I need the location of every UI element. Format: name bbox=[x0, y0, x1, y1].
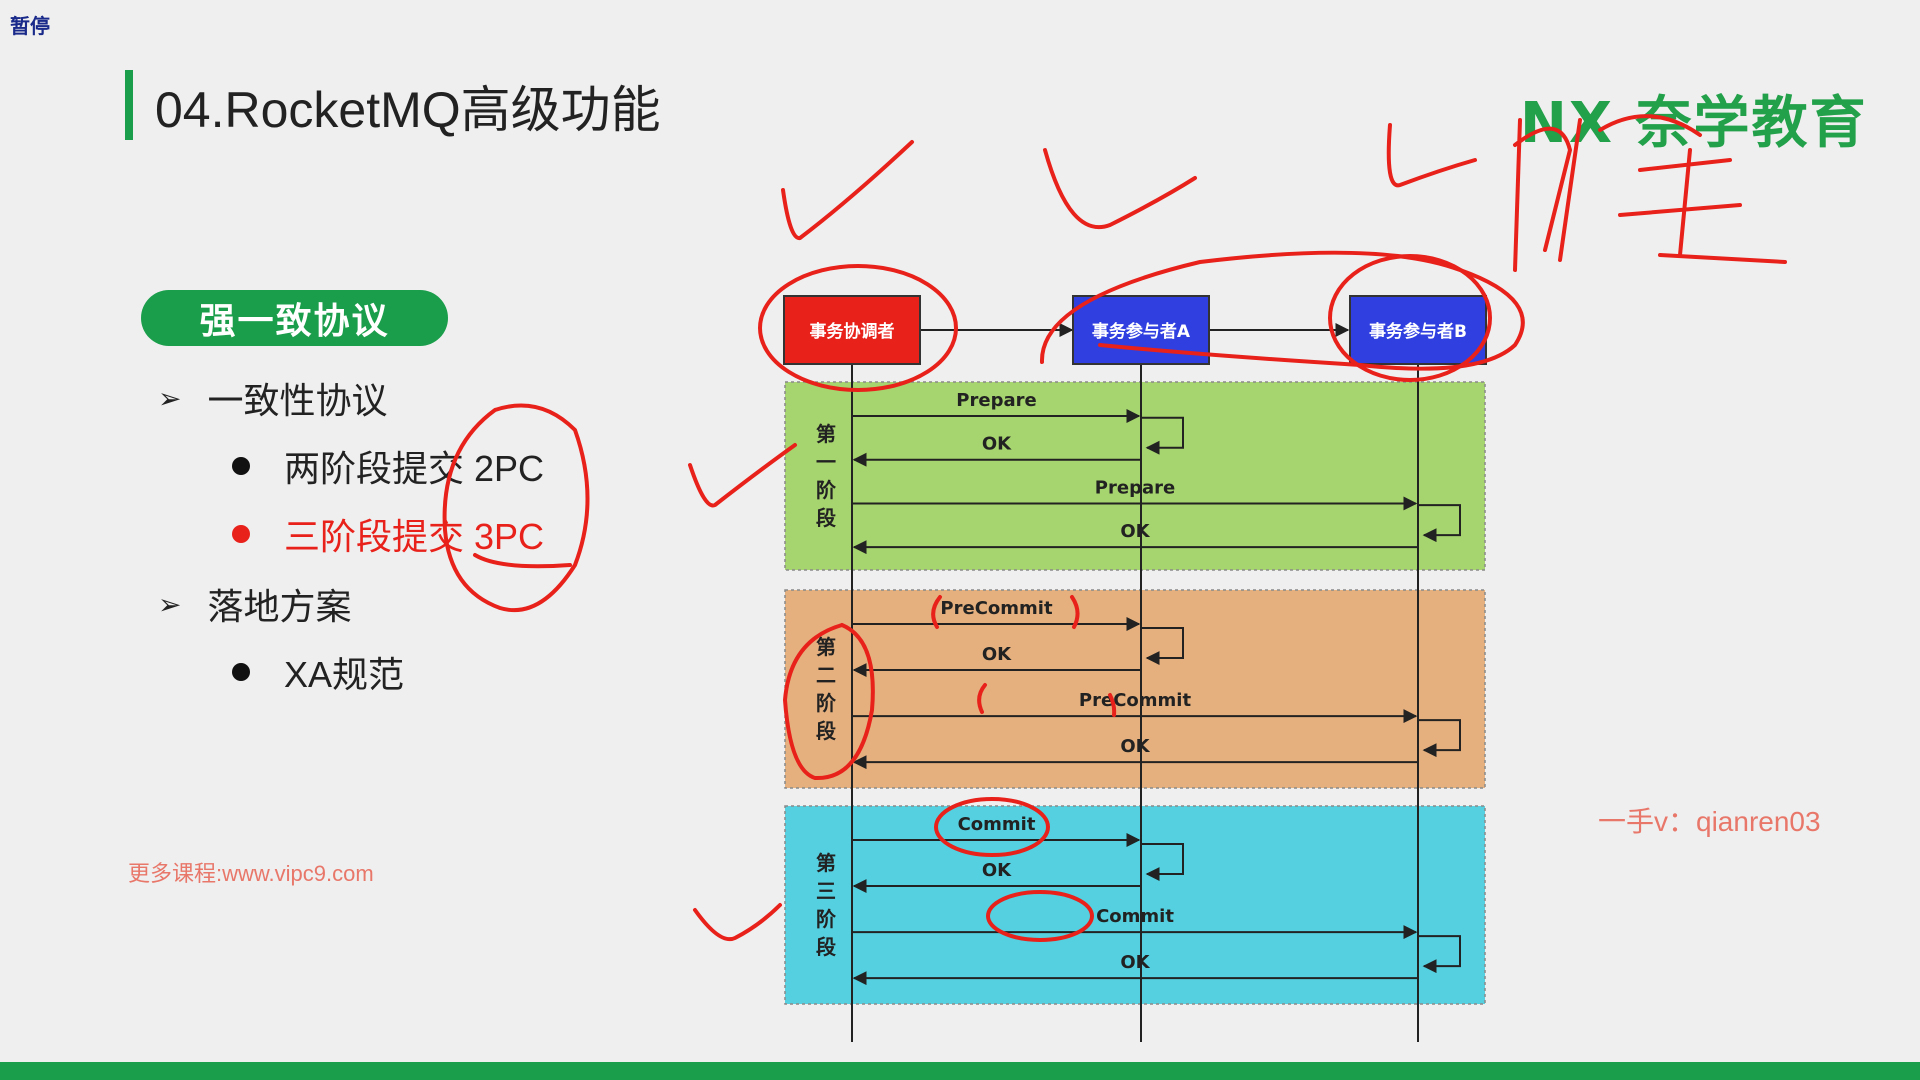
message-label: OK bbox=[1120, 952, 1150, 973]
more-courses-watermark: 更多课程:www.vipc9.com bbox=[128, 861, 374, 886]
outline-item-consistency: ➢ 一致性协议 bbox=[158, 372, 387, 424]
message-label: Commit bbox=[958, 814, 1036, 835]
message-label: PreCommit bbox=[1079, 690, 1192, 711]
message-label: Commit bbox=[1096, 906, 1174, 927]
message-label: OK bbox=[1120, 521, 1150, 542]
wechat-watermark: 一手v：qianren03 bbox=[1598, 806, 1821, 837]
outline-item-xa: XA规范 bbox=[232, 646, 404, 698]
dot-bullet-icon bbox=[232, 525, 250, 543]
section-label: 强一致协议 bbox=[141, 290, 448, 346]
self-loop-arrow bbox=[1418, 719, 1461, 758]
self-loop-arrow bbox=[1141, 416, 1184, 455]
message-label: Prepare bbox=[1095, 477, 1175, 498]
self-loop-arrow bbox=[1418, 935, 1461, 974]
message-label: Prepare bbox=[956, 390, 1036, 411]
message-label: OK bbox=[982, 434, 1012, 455]
pause-label: 暂停 bbox=[10, 14, 50, 38]
actor-label: 事务协调者 bbox=[810, 321, 895, 342]
bottom-accent-bar bbox=[0, 1062, 1920, 1080]
message-label: OK bbox=[982, 860, 1012, 881]
title-accent-bar bbox=[125, 70, 133, 140]
message-label: PreCommit bbox=[940, 598, 1053, 619]
self-loop-arrow bbox=[1141, 843, 1184, 882]
phase-label: 第一阶段 bbox=[816, 422, 837, 530]
actor-label: 事务参与者A bbox=[1092, 321, 1191, 342]
outline-label: XA规范 bbox=[284, 654, 405, 695]
self-loop-arrow bbox=[1141, 627, 1184, 666]
dot-bullet-icon bbox=[232, 457, 250, 475]
dot-bullet-icon bbox=[232, 663, 250, 681]
arrow-bullet-icon: ➢ bbox=[158, 588, 182, 620]
outline-label: 落地方案 bbox=[207, 586, 352, 627]
page-title: 04.RocketMQ高级功能 bbox=[155, 82, 661, 138]
outline-label: 一致性协议 bbox=[207, 380, 388, 421]
outline-item-landing: ➢ 落地方案 bbox=[158, 578, 351, 630]
phase-box bbox=[784, 805, 1486, 1005]
self-loop-arrow bbox=[1418, 504, 1461, 543]
message-label: OK bbox=[982, 644, 1012, 665]
phase-box bbox=[784, 589, 1486, 789]
arrow-bullet-icon: ➢ bbox=[158, 382, 182, 414]
message-label: OK bbox=[1120, 736, 1150, 757]
actor-label: 事务参与者B bbox=[1369, 321, 1467, 342]
phase-label: 第三阶段 bbox=[816, 851, 837, 959]
